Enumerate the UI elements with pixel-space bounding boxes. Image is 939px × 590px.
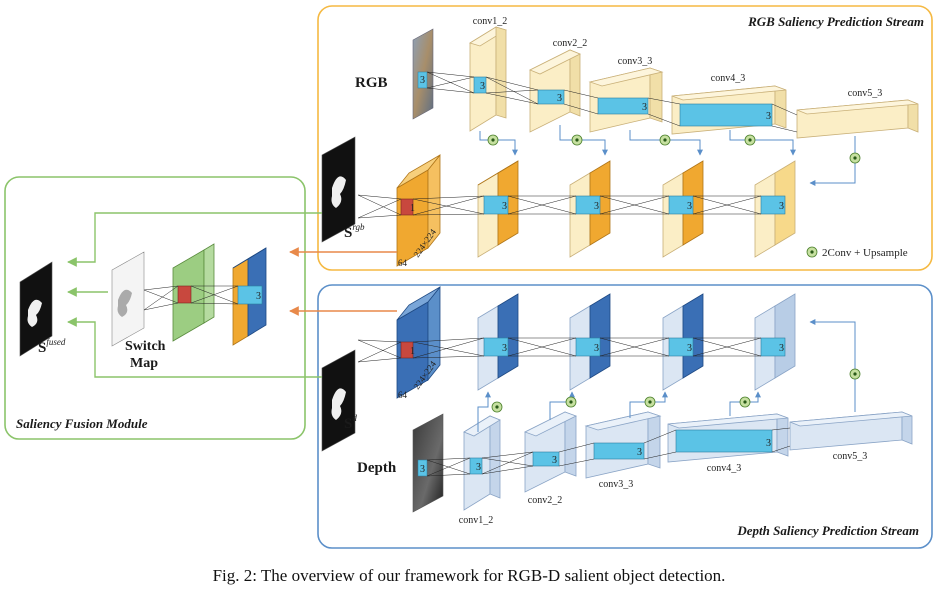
rgb-conv2-block [529,49,581,133]
legend-label: 2Conv + Upsample [822,247,908,259]
rgb-conv1-block [469,26,507,132]
fusion-kernel-label: 3 [256,291,261,302]
s-fused-label: Sfused [38,337,66,356]
rgb-decoder-block-4 [662,160,704,258]
rgb-decoder-kernel-5: 3 [779,201,784,212]
rgb-stream-title: RGB Saliency Prediction Stream [747,14,924,29]
rgb-conv3-block [588,67,664,133]
depth-decoder-connections [357,337,762,363]
rgb-kernel-label-conv1: 3 [480,81,485,92]
depth-conv3-block [584,411,662,479]
fusion-output-arrows [67,212,322,378]
rgb-decoder-kernel-1: 1 [410,203,415,214]
fusion-module-box [4,176,306,440]
depth-decoder-block-1 [396,285,441,399]
rgb-decoder-block-3 [569,160,611,258]
rgb-conv4-block [671,85,787,135]
rgb-decoder-connections [357,194,762,219]
depth-decoder-block-3 [569,293,611,391]
figure-caption: Fig. 2: The overview of our framework fo… [213,566,726,585]
depth-stream-box [317,284,933,549]
legend-upsample-icon [806,246,818,258]
s-rgb-image [321,136,356,243]
fusion-concat-block [232,247,267,346]
map-label: Map [130,356,158,371]
depth-conv2-block [523,411,578,493]
depth-encoder-connections [426,427,791,477]
depth-decoder-kernel-1: 1 [410,346,415,357]
s-depth-image [321,349,356,452]
depth-kernel-label-input: 3 [420,464,425,475]
rgb-encoder-connections [426,71,798,133]
rgb-conv4-label: conv4_3 [711,73,745,84]
s-rgb-label: Srgb [344,222,365,241]
depth-decoder-block-4 [662,293,704,391]
depth-decoder-channels: 64 [398,390,408,400]
rgb-input-label: RGB [355,75,388,91]
fusion-connections [143,285,239,311]
depth-decoder-kernel-5: 3 [779,343,784,354]
depth-decoder-block-2 [477,293,519,391]
rgb-decoder-channels: 64 [398,258,408,268]
rgb-kernel-label-conv4: 3 [766,111,771,122]
depth-decoder-kernel-2: 3 [502,343,507,354]
depth-conv4-label: conv4_3 [707,463,741,474]
s-depth-label: Sd [344,413,357,432]
depth-stream-title: Depth Saliency Prediction Stream [736,523,919,538]
rgb-decoder-kernel-2: 3 [502,201,507,212]
depth-kernel-label-conv4: 3 [766,438,771,449]
rgb-conv3-label: conv3_3 [618,56,652,67]
depth-kernel-label-conv2: 3 [552,455,557,466]
depth-conv1-block [463,415,501,511]
switch-label: Switch [125,339,166,354]
rgb-kernel-label-conv3: 3 [642,102,647,113]
rgb-kernel-label-input: 3 [420,75,425,86]
depth-input-image [412,413,444,513]
depth-conv5-label: conv5_3 [833,451,867,462]
fusion-green-block [172,243,215,342]
rgb-conv1-label: conv1_2 [473,16,507,27]
switch-map-image [111,251,145,347]
fusion-module-title: Saliency Fusion Module [16,416,148,431]
depth-decoder-block-5 [754,293,796,391]
rgb-stream-box [317,5,933,271]
depth-decoder-kernel-4: 3 [687,343,692,354]
rgb-input-image [412,28,434,120]
rgb-decoder-block-1 [396,153,441,267]
depth-conv5-block [789,411,913,451]
rgb-decoder-kernel-4: 3 [687,201,692,212]
rgb-decoder-block-5 [754,160,796,258]
rgb-decoder-kernel-3: 3 [594,201,599,212]
rgb-conv5-label: conv5_3 [848,88,882,99]
rgb-decoder-block-2 [477,160,519,258]
depth-conv1-label: conv1_2 [459,515,493,526]
rgb-kernel-label-conv2: 3 [557,93,562,104]
depth-decoder-kernel-3: 3 [594,343,599,354]
depth-conv4-block [667,413,789,463]
depth-kernel-label-conv3: 3 [637,447,642,458]
depth-kernel-label-conv1: 3 [476,462,481,473]
depth-input-label: Depth [357,460,397,476]
rgb-conv2-label: conv2_2 [553,38,587,49]
rgb-conv5-block [796,99,919,139]
rgb-upsample-icons [487,134,861,164]
depth-upsample-icons [491,368,861,413]
s-fused-image [19,261,53,357]
depth-conv3-label: conv3_3 [599,479,633,490]
depth-conv2-label: conv2_2 [528,495,562,506]
